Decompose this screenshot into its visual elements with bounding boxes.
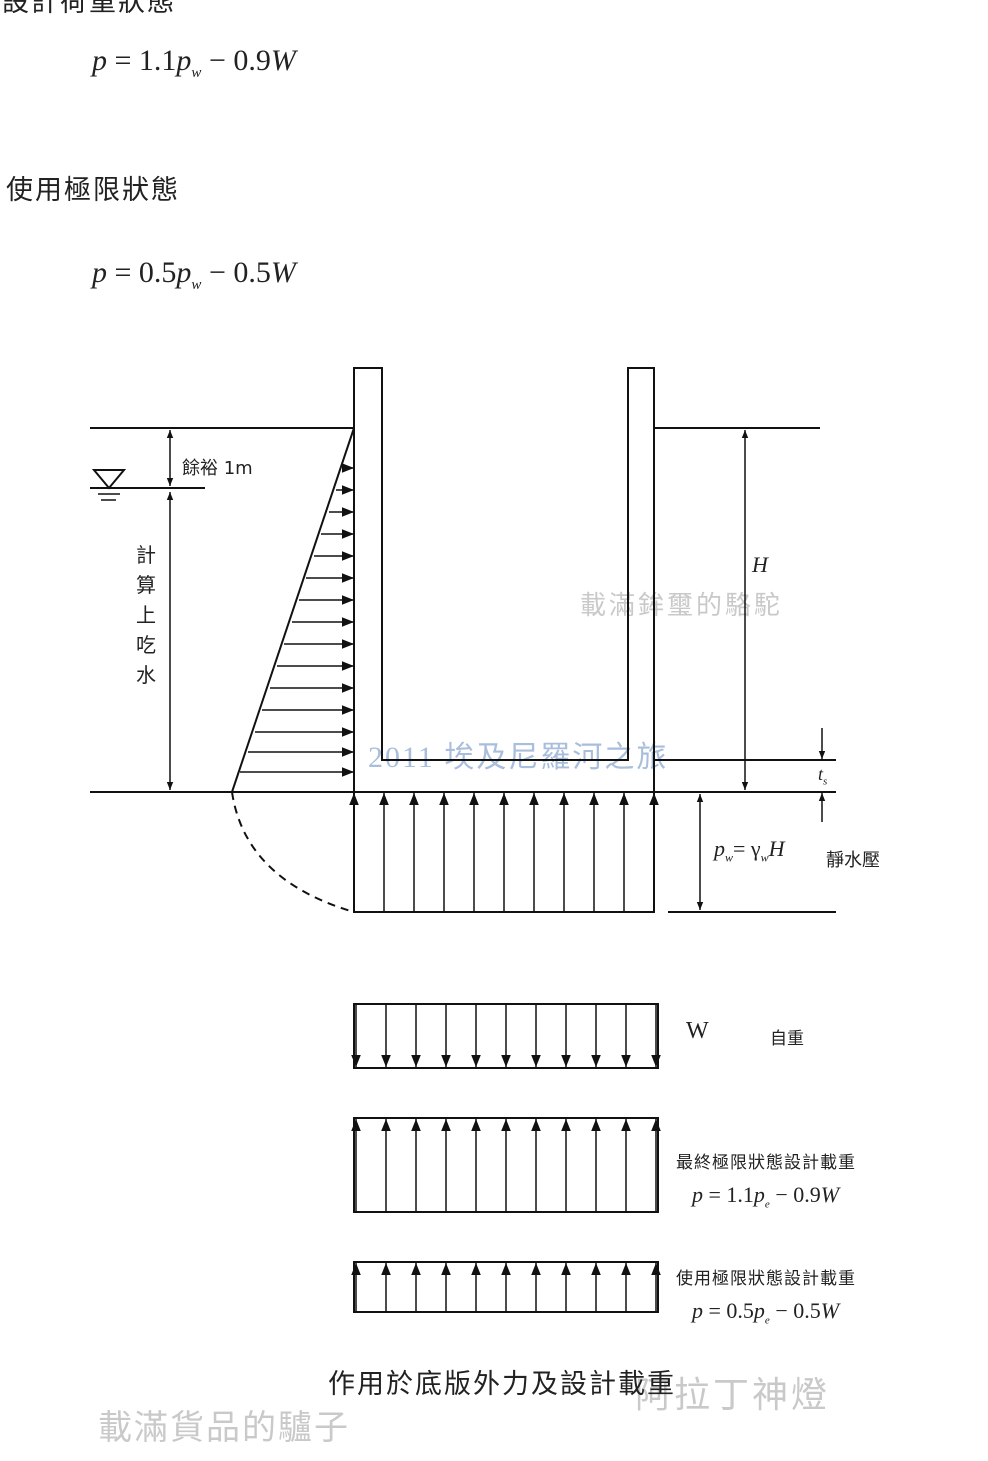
service-load-arrows — [351, 1263, 661, 1312]
weight-symbol: W — [686, 1018, 709, 1044]
donkey-watermark: 載滿貨品的驢子 — [98, 1408, 350, 1448]
service-load-label: 使用極限狀態設計載重 — [676, 1269, 856, 1289]
clipped-heading: 設計荷重狀態 — [2, 0, 176, 18]
pw-formula: pw= γwH — [714, 836, 785, 865]
ultimate-load-label: 最終極限狀態設計載重 — [676, 1153, 856, 1173]
hydrostatic-label: 靜水壓 — [826, 850, 880, 871]
hydrostatic-arrows — [349, 793, 659, 912]
service-equation: p = 0.5pw − 0.5W — [92, 256, 296, 293]
ultimate-load-equation: p = 1.1pe − 0.9W — [692, 1182, 840, 1211]
ts-label: ts — [818, 764, 828, 788]
trip-watermark: 2011 埃及尼羅河之旅 — [368, 741, 669, 774]
figure-caption: 作用於底版外力及設計載重 — [328, 1369, 676, 1400]
service-load-equation: p = 0.5pe − 0.5W — [692, 1298, 840, 1327]
lamp-watermark: 阿拉丁神燈 — [635, 1375, 831, 1416]
ultimate-equation: p = 1.1pw − 0.9W — [92, 44, 296, 81]
structure-outline — [353, 367, 655, 793]
pressure-dashed-curve — [231, 791, 355, 913]
ultimate-load-arrows — [351, 1119, 661, 1212]
H-label: H — [752, 552, 768, 577]
weight-label: 自重 — [770, 1029, 804, 1049]
service-heading: 使用極限狀態 — [6, 175, 180, 206]
weight-arrows — [351, 1004, 661, 1067]
pressure-arrows — [240, 463, 354, 777]
draft-label: 計 算 上 吃 水 — [136, 543, 156, 687]
freeboard-label: 餘裕 1m — [182, 458, 253, 479]
water-level-icon — [91, 469, 127, 490]
pressure-triangle-slope — [231, 427, 355, 793]
